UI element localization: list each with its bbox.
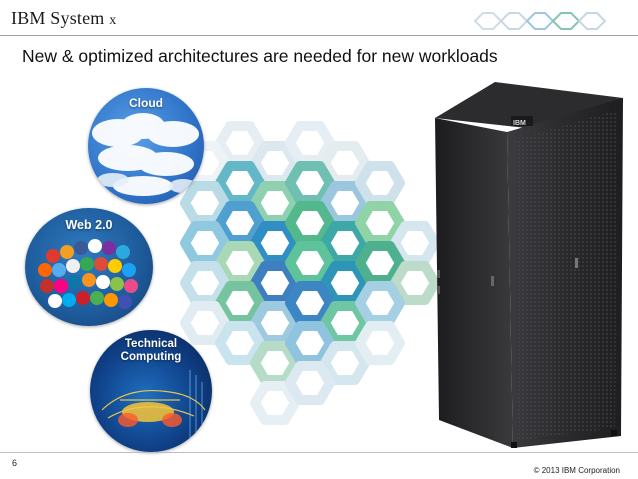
brand-main-text: IBM System bbox=[11, 8, 110, 28]
cloud-label: Cloud bbox=[129, 96, 163, 110]
slide-title: New & optimized architectures are needed… bbox=[22, 46, 498, 66]
car-simulation-icon bbox=[101, 370, 206, 442]
copyright-text: © 2013 IBM Corporation bbox=[533, 466, 620, 475]
rack-logo-text: IBM bbox=[513, 120, 526, 127]
server-rack-image: IBM bbox=[435, 82, 623, 448]
header-ornament bbox=[473, 12, 607, 30]
web-bubble: Web 2.0 bbox=[25, 208, 153, 326]
web-label: Web 2.0 bbox=[65, 218, 113, 232]
technical-label-line1: Technical bbox=[124, 338, 178, 350]
ibm-system-x-logo: IBM System x bbox=[11, 8, 116, 29]
page-number: 6 bbox=[12, 458, 18, 468]
footer-divider bbox=[0, 452, 638, 453]
cloud-image-icon bbox=[92, 113, 199, 196]
technical-label: Technical Computing bbox=[90, 338, 212, 364]
technical-computing-bubble: Technical Computing bbox=[90, 330, 212, 452]
cloud-bubble: Cloud bbox=[88, 88, 204, 204]
header-divider bbox=[0, 35, 638, 36]
social-icons-cluster bbox=[38, 239, 138, 309]
brand-x-text: x bbox=[109, 13, 117, 28]
technical-label-line2: Computing bbox=[120, 351, 182, 363]
